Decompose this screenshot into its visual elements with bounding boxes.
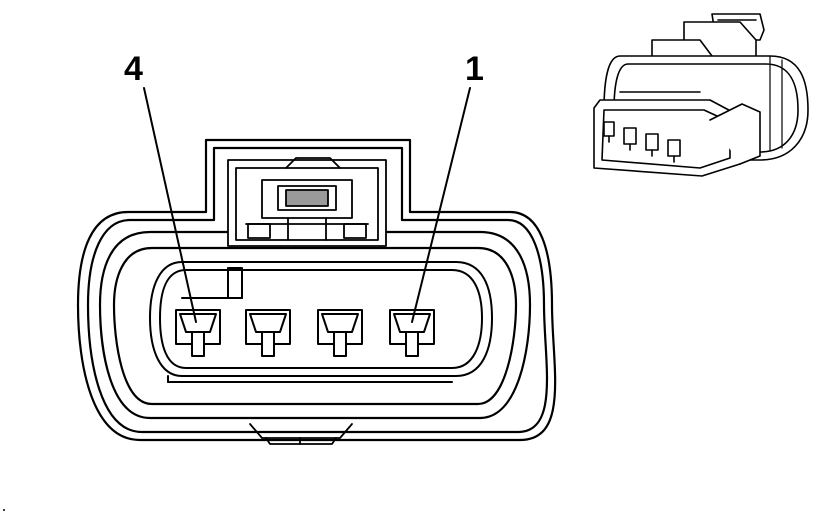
pin-label-4: 4 [124,50,143,88]
terminal-cavity-2 [317,309,363,357]
housing-outer-shell [76,138,557,442]
bottom-keyway [249,423,353,445]
terminal-cavities [175,309,435,357]
leader-line-pin-4 [143,87,197,323]
leader-line-pin-1 [411,87,471,323]
terminal-cavity-4 [175,309,221,357]
pin-label-1: 1 [465,50,484,88]
terminal-cavity-3 [245,309,291,357]
terminal-cavity-wall [149,261,493,383]
pin-leader-lines [143,87,471,323]
corner-dot [3,509,5,511]
terminal-cavity-1 [389,309,435,357]
connector-3d-icon [593,13,809,177]
locking-latch [227,157,387,247]
